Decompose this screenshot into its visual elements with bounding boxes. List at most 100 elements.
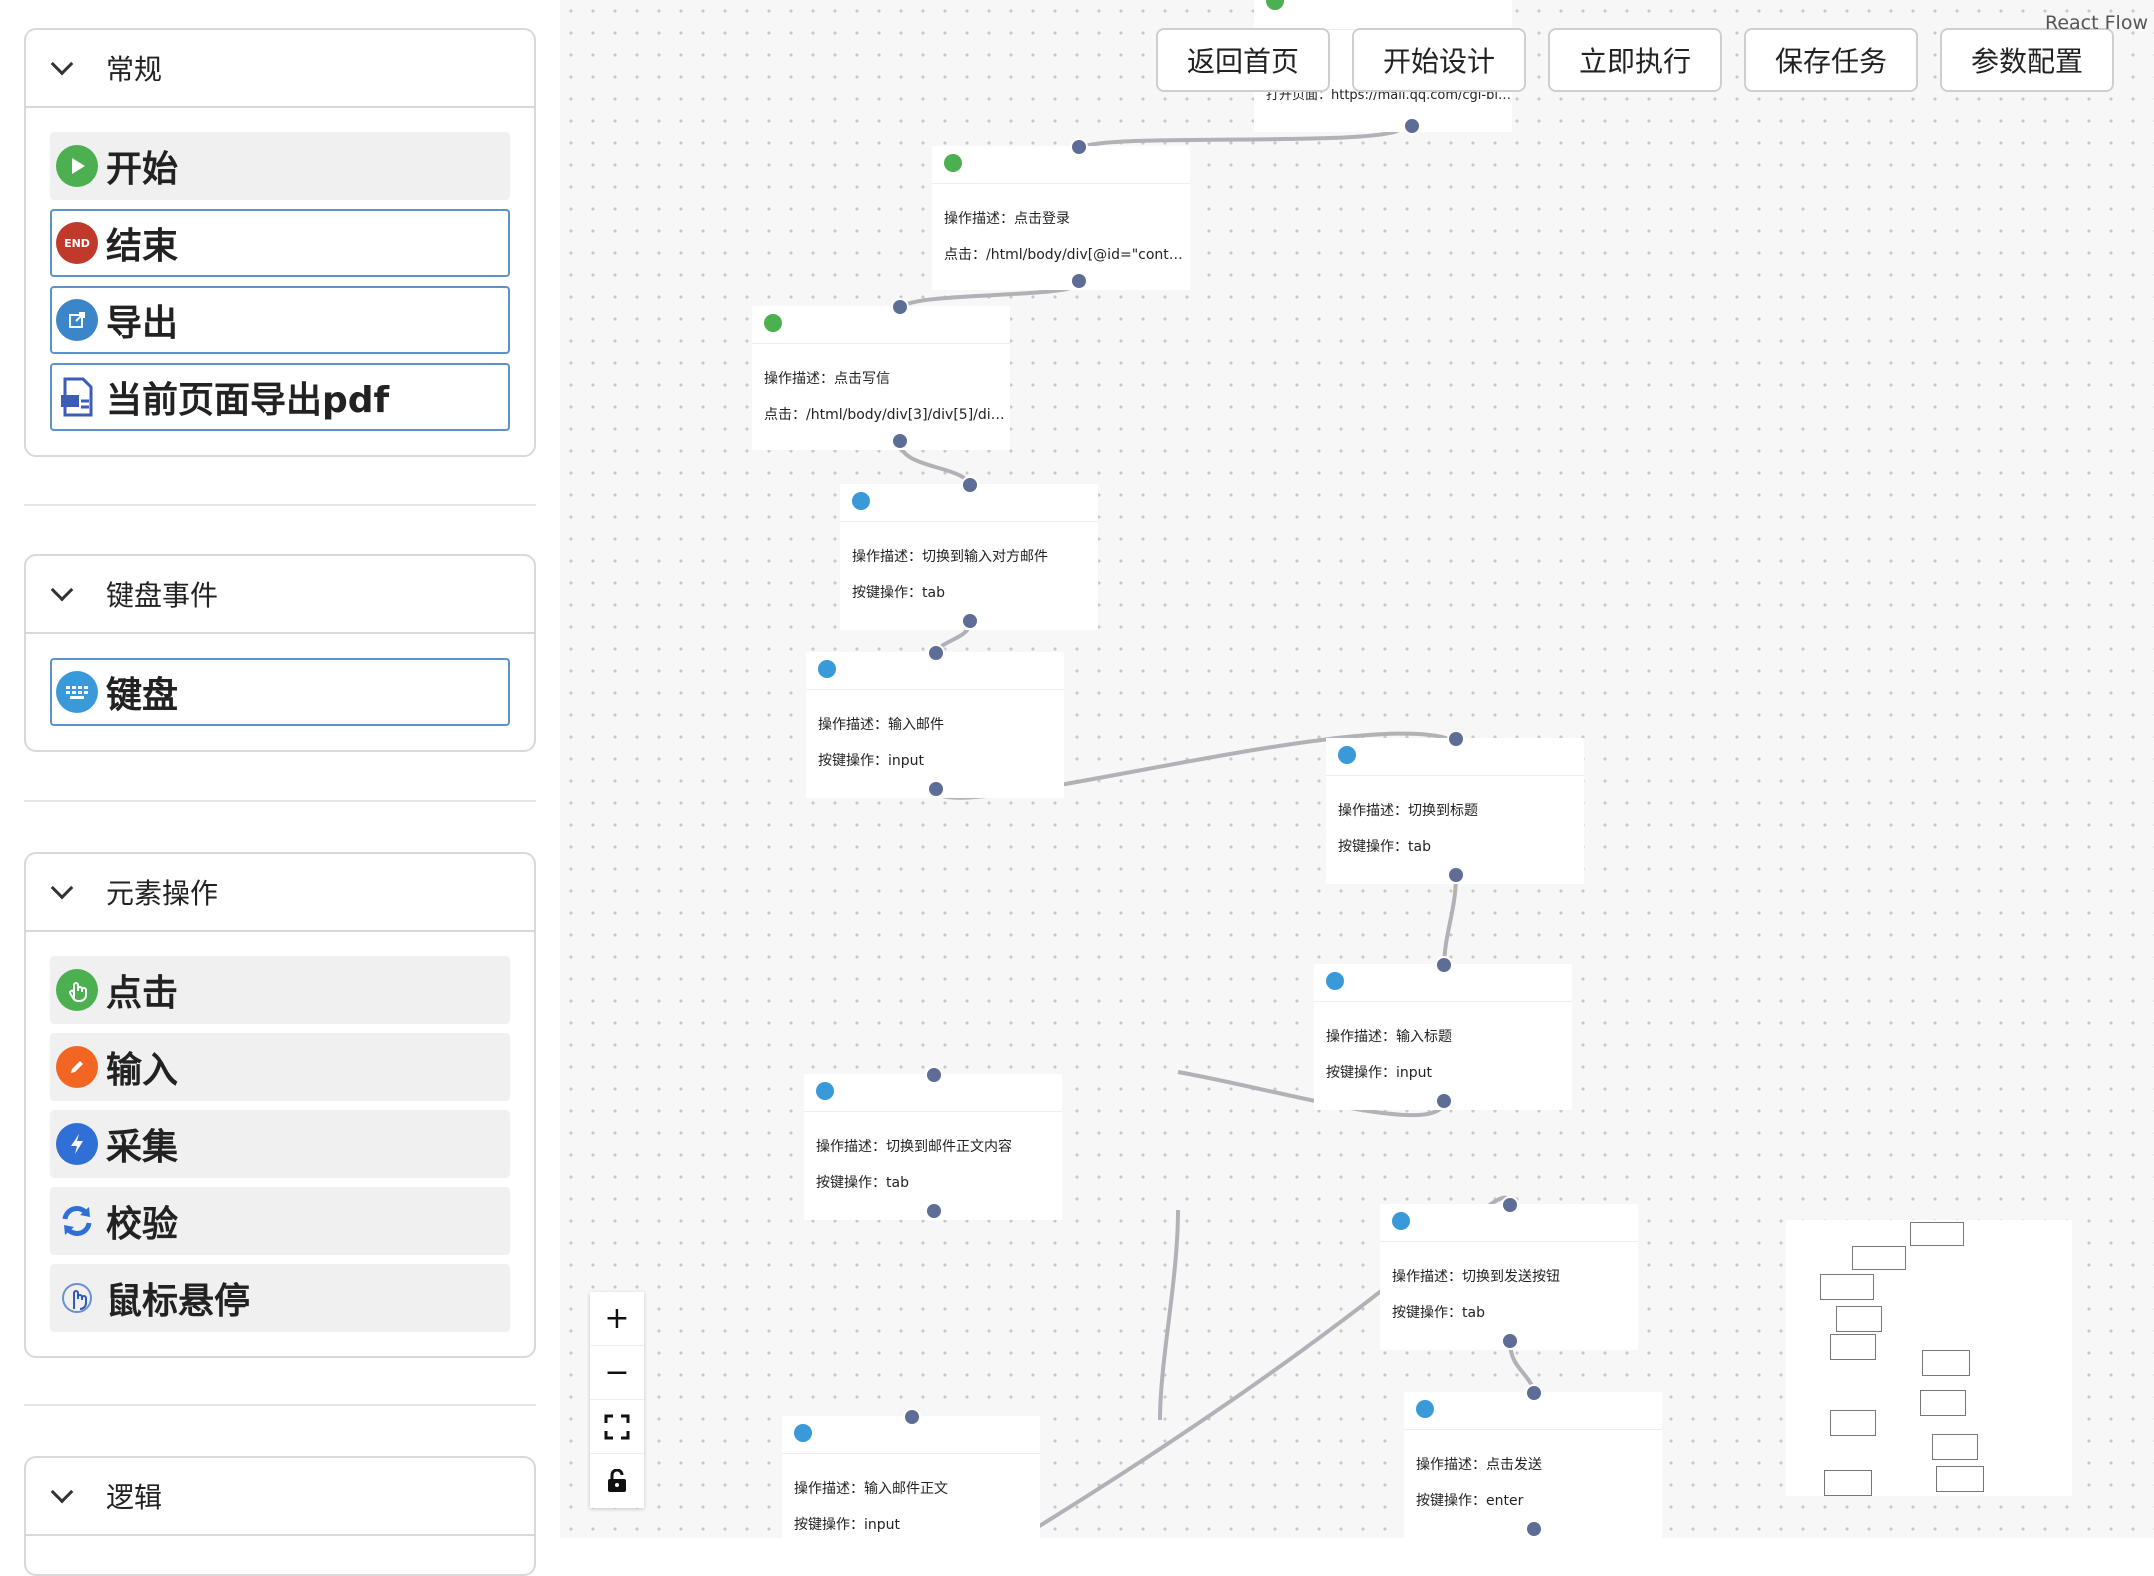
- save-task-button[interactable]: 保存任务: [1744, 28, 1918, 92]
- sidebar-item-export[interactable]: 导出: [50, 286, 510, 354]
- node-handle-top[interactable]: [1435, 956, 1453, 974]
- flow-node-click-login[interactable]: 操作描述：点击登录 点击：/html/body/div[@id="contain…: [932, 138, 1190, 290]
- chevron-down-icon: [50, 876, 74, 900]
- sidebar-item-label: 开始: [106, 149, 179, 190]
- sidebar-item-export-pdf[interactable]: 当前页面导出pdf: [50, 363, 510, 431]
- node-line: 按键操作：tab: [816, 1175, 909, 1191]
- chevron-down-icon: [50, 578, 74, 602]
- node-line: 操作描述：切换到输入对方邮件: [852, 549, 1048, 565]
- group-general-header[interactable]: 常规: [26, 30, 534, 108]
- hover-icon: [56, 1277, 98, 1319]
- node-handle-top[interactable]: [1070, 138, 1088, 156]
- sidebar-item-label: 校验: [106, 1204, 179, 1245]
- group-general: 常规 开始 END 结束 导出: [24, 28, 536, 457]
- minimap-node: [1936, 1466, 1984, 1492]
- node-handle-bottom[interactable]: [1403, 117, 1421, 135]
- node-line: 按键操作：tab: [1338, 839, 1431, 855]
- minimap-node: [1824, 1470, 1872, 1496]
- flow-canvas[interactable]: 打开页面：https://mail.qq.com/cgi-bin/fr... 操…: [560, 0, 2154, 1538]
- fit-view-button[interactable]: [590, 1400, 644, 1454]
- node-handle-bottom[interactable]: [927, 780, 945, 798]
- flow-node-switch-send[interactable]: 操作描述：切换到发送按钮 按键操作：tab: [1380, 1196, 1638, 1350]
- node-handle-bottom[interactable]: [1525, 1520, 1543, 1538]
- keyboard-icon: [1326, 972, 1344, 990]
- group-element-header[interactable]: 元素操作: [26, 854, 534, 932]
- sidebar-item-start[interactable]: 开始: [50, 132, 510, 200]
- node-handle-top[interactable]: [903, 1408, 921, 1426]
- node-line: 点击：/html/body/div[@id="container"]/...: [944, 247, 1190, 263]
- flow-node-input-title[interactable]: 操作描述：输入标题 按键操作：input: [1314, 956, 1572, 1110]
- node-handle-bottom[interactable]: [891, 432, 909, 450]
- back-home-button[interactable]: 返回首页: [1156, 28, 1330, 92]
- flow-node-input-email[interactable]: 操作描述：输入邮件 按键操作：input: [806, 644, 1064, 798]
- group-title: 键盘事件: [106, 579, 219, 612]
- flow-controls: + −: [590, 1292, 644, 1508]
- sidebar-item-label: 当前页面导出pdf: [106, 380, 390, 421]
- zoom-in-button[interactable]: +: [590, 1292, 644, 1346]
- keyboard-icon: [1338, 746, 1356, 764]
- node-handle-top[interactable]: [925, 1066, 943, 1084]
- unlock-icon: [608, 1469, 626, 1492]
- node-handle-top[interactable]: [1447, 730, 1465, 748]
- node-line: 点击：/html/body/div[3]/div[5]/div[1]/ul[1.…: [764, 407, 1010, 423]
- sidebar-item-hover[interactable]: 鼠标悬停: [50, 1264, 510, 1332]
- minimap[interactable]: [1786, 1220, 2072, 1496]
- node-handle-bottom[interactable]: [961, 612, 979, 630]
- flow-node-switch-title[interactable]: 操作描述：切换到标题 按键操作：tab: [1326, 730, 1584, 884]
- flow-node-click-send[interactable]: 操作描述：点击发送 按键操作：enter: [1404, 1384, 1662, 1538]
- group-title: 逻辑: [106, 1481, 163, 1514]
- node-handle-top[interactable]: [891, 298, 909, 316]
- node-line: 操作描述：点击登录: [944, 211, 1070, 227]
- keyboard-icon: [56, 671, 98, 713]
- sidebar-item-click[interactable]: 点击: [50, 956, 510, 1024]
- group-logic: 逻辑: [24, 1456, 536, 1576]
- click-icon: [1266, 0, 1284, 10]
- node-handle-bottom[interactable]: [1447, 866, 1465, 884]
- fit-view-icon: [604, 1414, 630, 1439]
- node-handle-top[interactable]: [927, 644, 945, 662]
- group-keyboard-events: 键盘事件 键盘: [24, 554, 536, 752]
- lock-button[interactable]: [590, 1454, 644, 1508]
- node-handle-top[interactable]: [1525, 1384, 1543, 1402]
- sidebar-item-end[interactable]: END 结束: [50, 209, 510, 277]
- divider: [24, 504, 536, 506]
- zoom-out-button[interactable]: −: [590, 1346, 644, 1400]
- minimap-node: [1830, 1334, 1876, 1360]
- divider: [24, 800, 536, 802]
- click-icon: [944, 154, 962, 172]
- node-handle-bottom[interactable]: [1435, 1092, 1453, 1110]
- keyboard-icon: [818, 660, 836, 678]
- sidebar-item-verify[interactable]: 校验: [50, 1187, 510, 1255]
- node-handle-bottom[interactable]: [1501, 1332, 1519, 1350]
- sidebar-item-label: 结束: [106, 226, 179, 267]
- flow-node-input-body[interactable]: 操作描述：输入邮件正文 按键操作：input: [782, 1408, 1040, 1538]
- sidebar-item-input[interactable]: 输入: [50, 1033, 510, 1101]
- param-config-button[interactable]: 参数配置: [1940, 28, 2114, 92]
- node-line: 按键操作：input: [794, 1517, 901, 1533]
- node-handle-top[interactable]: [961, 476, 979, 494]
- node-handle-top[interactable]: [1501, 1196, 1519, 1214]
- start-design-button[interactable]: 开始设计: [1352, 28, 1526, 92]
- export-icon: [56, 299, 98, 341]
- run-now-button[interactable]: 立即执行: [1548, 28, 1722, 92]
- node-line: 操作描述：点击写信: [764, 371, 890, 387]
- node-handle-bottom[interactable]: [1070, 272, 1088, 290]
- node-line: 操作描述：点击发送: [1416, 1457, 1542, 1473]
- minimap-node: [1920, 1390, 1966, 1416]
- node-handle-bottom[interactable]: [925, 1202, 943, 1220]
- flow-node-switch-body[interactable]: 操作描述：切换到邮件正文内容 按键操作：tab: [804, 1066, 1062, 1220]
- keyboard-icon: [794, 1424, 812, 1442]
- flow-node-click-compose[interactable]: 操作描述：点击写信 点击：/html/body/div[3]/div[5]/di…: [752, 298, 1010, 450]
- minimap-node: [1820, 1274, 1874, 1300]
- group-element-ops: 元素操作 点击 输入 采集: [24, 852, 536, 1358]
- group-keyboard-header[interactable]: 键盘事件: [26, 556, 534, 634]
- flow-node-switch-recipient[interactable]: 操作描述：切换到输入对方邮件 按键操作：tab: [840, 476, 1098, 630]
- sidebar-item-collect[interactable]: 采集: [50, 1110, 510, 1178]
- node-line: 操作描述：输入邮件: [818, 717, 944, 733]
- click-icon: [764, 314, 782, 332]
- sidebar-item-label: 点击: [106, 973, 179, 1014]
- group-logic-header[interactable]: 逻辑: [26, 1458, 534, 1536]
- sidebar-item-keyboard[interactable]: 键盘: [50, 658, 510, 726]
- react-flow-attribution[interactable]: React Flow: [2045, 12, 2148, 34]
- play-icon: [56, 145, 98, 187]
